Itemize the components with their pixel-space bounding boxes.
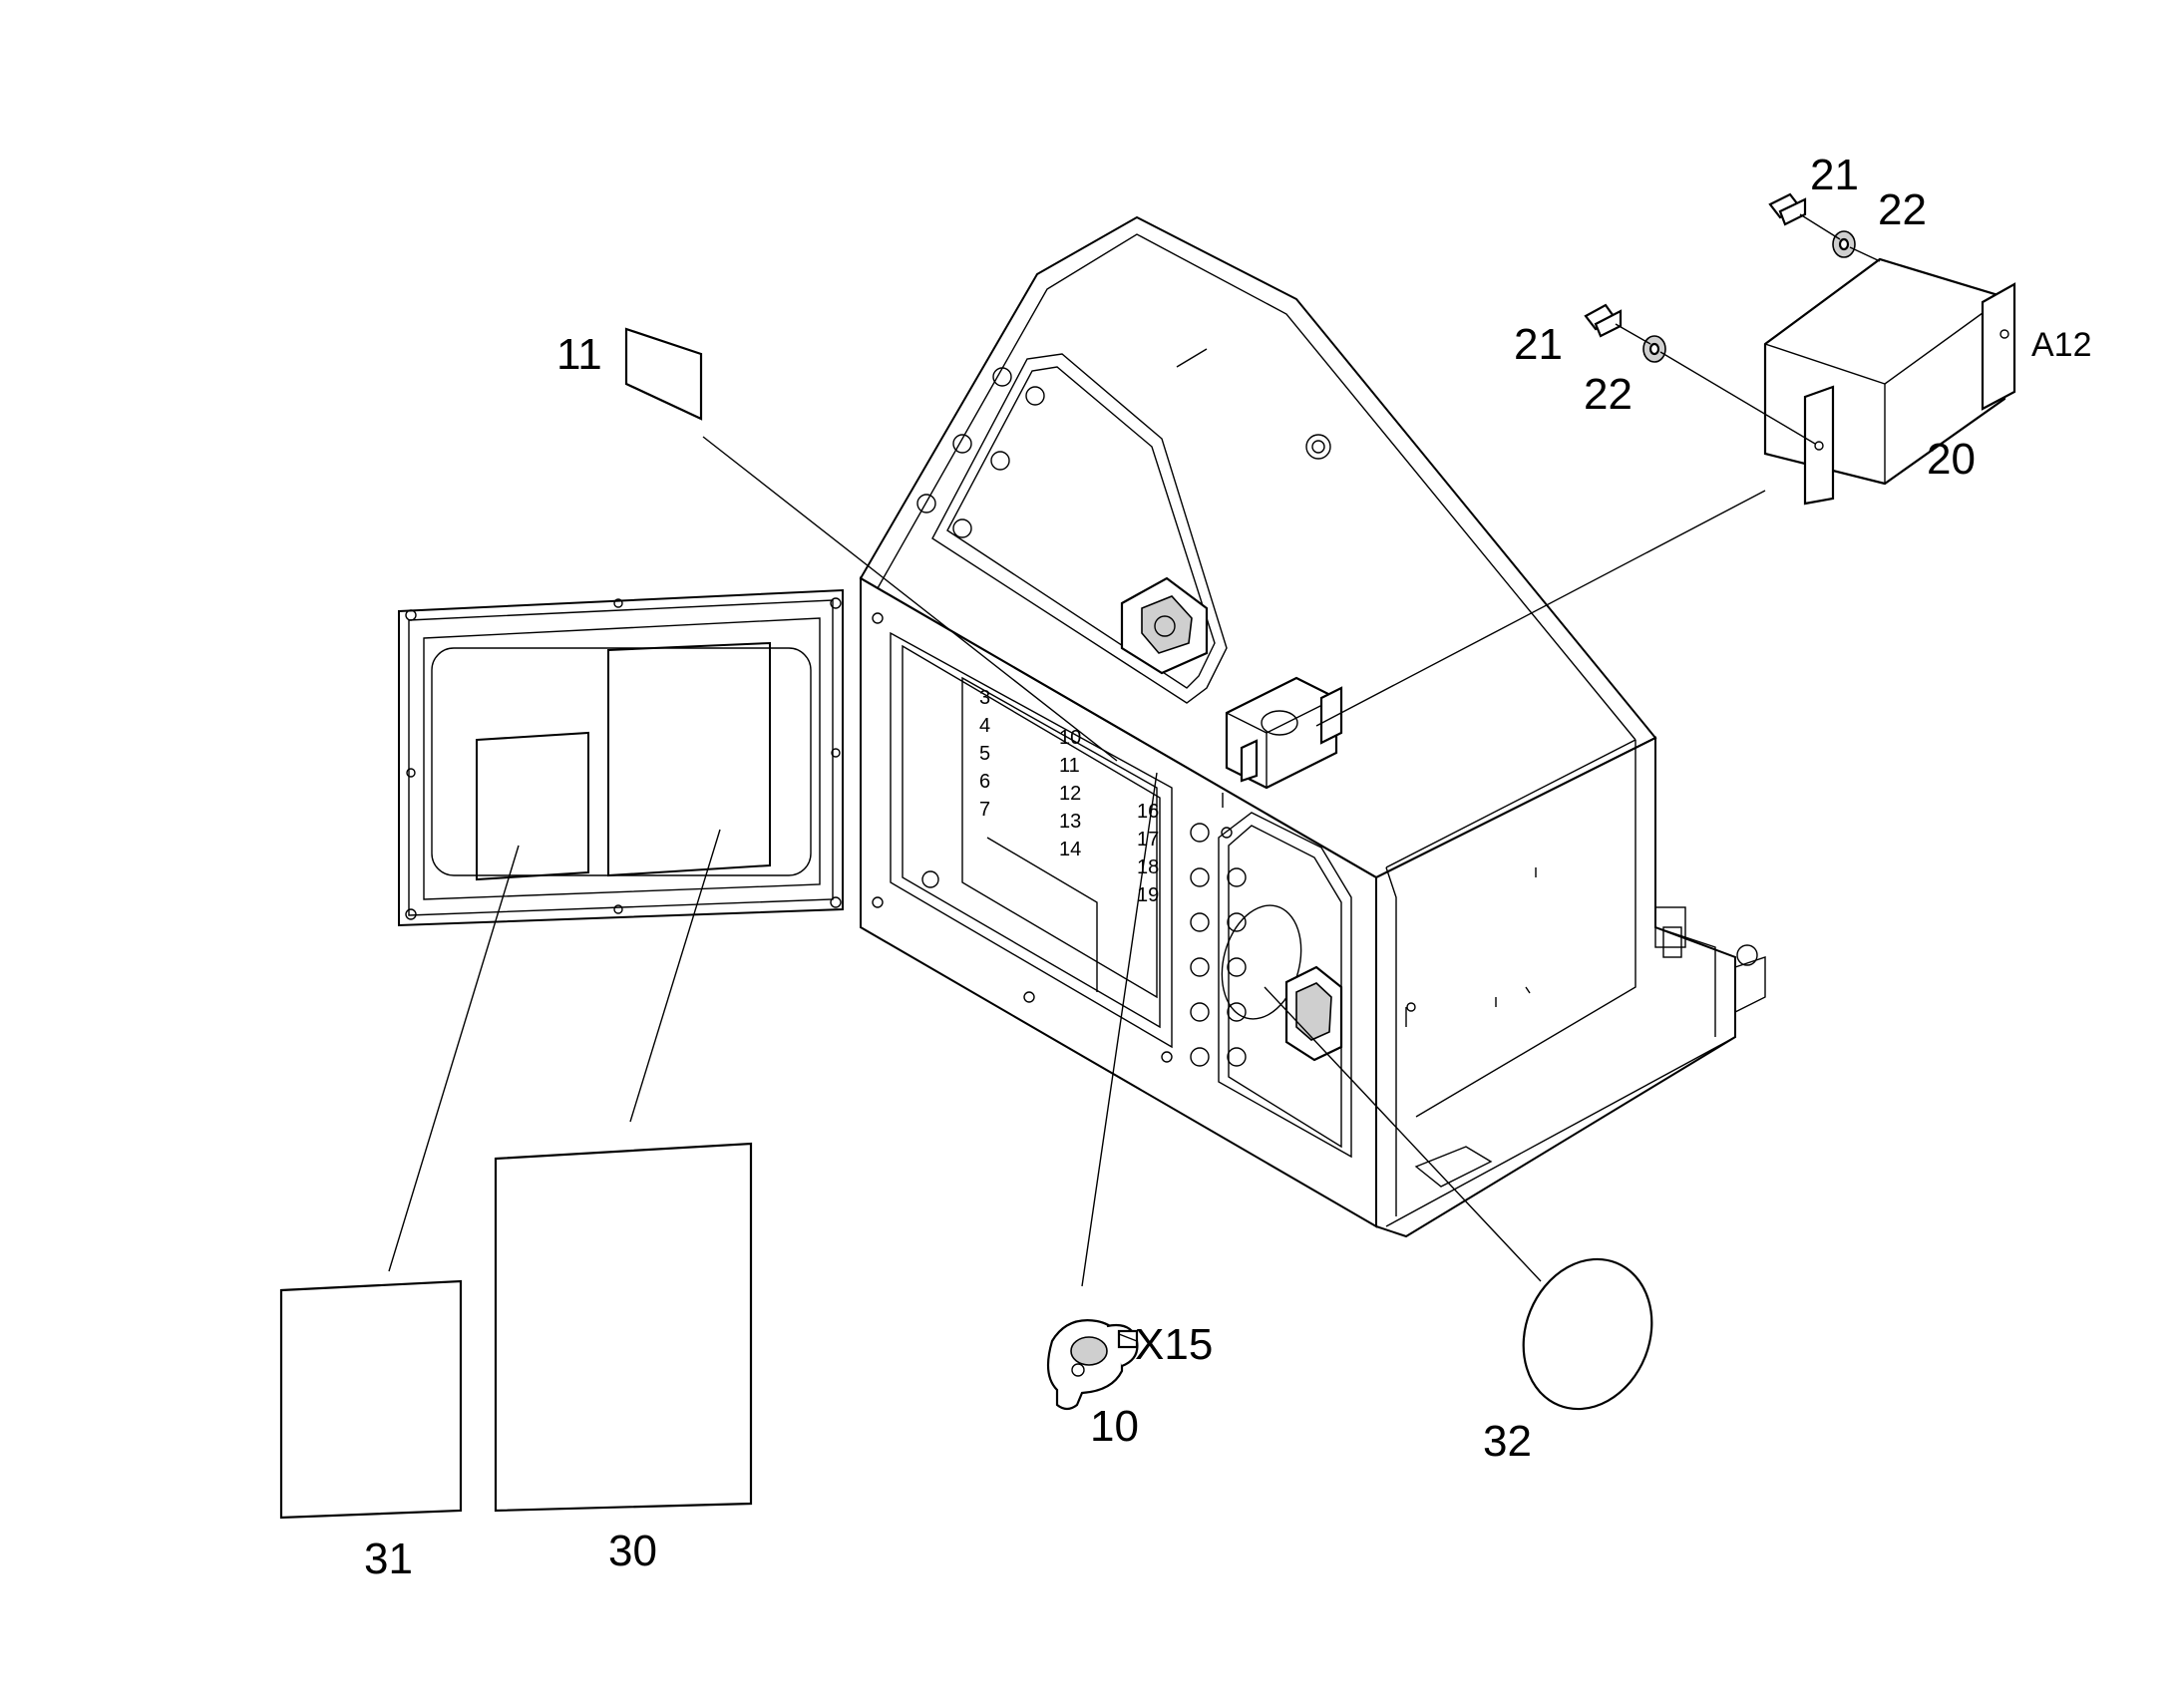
callout-20: 20 — [1927, 435, 1976, 484]
door-label-31-outline — [476, 731, 589, 881]
callout-30: 30 — [608, 1527, 657, 1575]
lower-door — [1218, 812, 1352, 1159]
panel-number: 3 — [979, 687, 990, 709]
panel-number: 4 — [979, 715, 990, 737]
opened-door — [398, 588, 844, 927]
panel-number: 10 — [1059, 727, 1081, 749]
lower-latch-icon — [1284, 965, 1343, 1062]
callout-10: 10 — [1090, 1402, 1139, 1451]
panel-number: 5 — [979, 743, 990, 765]
callout-22-lower: 22 — [1584, 370, 1633, 419]
part-20-module-a12 — [1763, 257, 2016, 506]
panel-number: 16 — [1137, 801, 1159, 823]
screw-21-upper-icon — [1768, 192, 1807, 226]
cabinet-body — [859, 215, 1766, 1238]
part-10-connector-icon — [1046, 1319, 1139, 1411]
part-11-sticker — [624, 327, 703, 421]
callout-31: 31 — [364, 1535, 413, 1583]
side-holes — [1190, 823, 1247, 1067]
panel-number: 14 — [1059, 839, 1081, 860]
callout-x15: X15 — [1135, 1320, 1213, 1369]
panel-number: 18 — [1137, 856, 1159, 878]
washer-22-lower-icon — [1642, 335, 1666, 363]
part-30-label — [494, 1142, 753, 1513]
door-label-30-outline — [607, 641, 771, 877]
panel-number: 17 — [1137, 829, 1159, 851]
callout-labels: 11 10 X15 20 A12 21 22 21 22 30 31 32 — [364, 151, 2092, 1583]
front-opening — [872, 612, 1173, 1063]
upper-latch-icon — [1120, 576, 1209, 675]
panel-number: 13 — [1059, 811, 1081, 833]
panel-number: 7 — [979, 799, 990, 821]
callout-11: 11 — [556, 330, 602, 379]
panel-number-labels: 3 4 5 6 7 10 11 12 13 14 16 17 18 19 — [979, 687, 1159, 906]
washer-22-upper-icon — [1832, 230, 1856, 258]
upper-window — [916, 348, 1331, 704]
side-hardware — [1222, 793, 1758, 1027]
mounting-bracket — [1225, 676, 1343, 790]
leader-lines — [388, 213, 1881, 1342]
callout-a12: A12 — [2031, 326, 2092, 364]
panel-number: 6 — [979, 771, 990, 793]
panel-number: 19 — [1137, 884, 1159, 906]
panel-number: 11 — [1059, 755, 1080, 777]
callout-22-upper: 22 — [1878, 185, 1927, 234]
callout-32: 32 — [1483, 1417, 1532, 1466]
part-31-label — [279, 1279, 463, 1520]
screw-21-lower-icon — [1584, 303, 1623, 338]
callout-21-upper: 21 — [1810, 151, 1859, 199]
callout-21-lower: 21 — [1514, 320, 1563, 369]
panel-number: 12 — [1059, 783, 1081, 805]
part-32-round-cover — [1522, 1257, 1653, 1411]
